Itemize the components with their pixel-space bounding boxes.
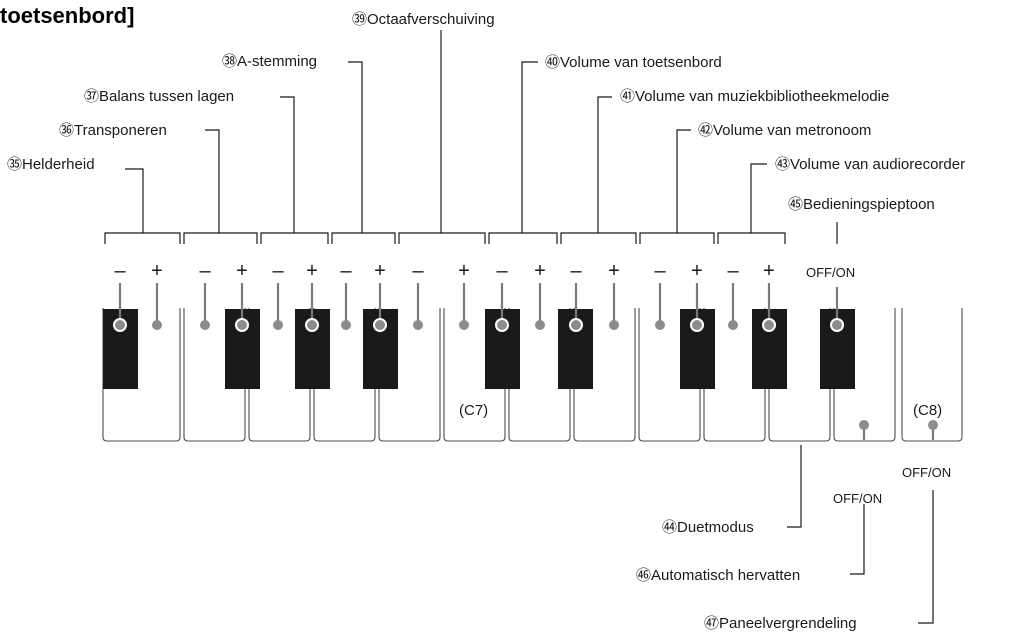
minus-sign: –	[340, 260, 352, 282]
minus-sign: –	[727, 260, 739, 282]
minus-sign: –	[199, 260, 211, 282]
key-dot	[690, 318, 704, 332]
white-key	[703, 308, 766, 442]
callout-volume-audiorecorder: ㊸Volume van audiorecorder	[775, 156, 965, 173]
key-label-c7: (C7)	[459, 402, 488, 419]
key-dot	[273, 320, 283, 330]
off-on-label: OFF/ON	[806, 265, 855, 280]
key-dot	[200, 320, 210, 330]
key-dot	[235, 318, 249, 332]
callout-bedieningspieptoon: ㊺Bedieningspieptoon	[788, 196, 935, 213]
key-dot	[762, 318, 776, 332]
key-dot	[113, 318, 127, 332]
plus-sign: +	[306, 260, 318, 282]
key-dot	[413, 320, 423, 330]
key-label-c8: (C8)	[913, 402, 942, 419]
callout-transponeren: ㊱Transponeren	[59, 122, 167, 139]
off-on-label: OFF/ON	[902, 465, 951, 480]
minus-sign: –	[654, 260, 666, 282]
key-dot	[152, 320, 162, 330]
key-dot	[459, 320, 469, 330]
callout-automatisch-hervatten: ㊻Automatisch hervatten	[636, 567, 800, 584]
key-dot	[495, 318, 509, 332]
minus-sign: –	[412, 260, 424, 282]
key-dot	[341, 320, 351, 330]
plus-sign: +	[236, 260, 248, 282]
plus-sign: +	[534, 260, 546, 282]
callout-a-stemming: ㊳A-stemming	[222, 53, 317, 70]
plus-sign: +	[151, 260, 163, 282]
key-dot	[859, 420, 869, 430]
key-dot	[535, 320, 545, 330]
plus-sign: +	[608, 260, 620, 282]
key-dot	[305, 318, 319, 332]
key-dot	[830, 318, 844, 332]
group-brackets	[104, 232, 786, 244]
plus-sign: +	[763, 260, 775, 282]
callout-duetmodus: ㊹Duetmodus	[662, 519, 754, 536]
white-key	[248, 308, 311, 442]
minus-sign: –	[114, 260, 126, 282]
page-title: toetsenbord]	[0, 3, 134, 28]
key-dot	[609, 320, 619, 330]
callout-volume-muziekbibliotheekmelodie: ㊶Volume van muziekbibliotheekmelodie	[620, 88, 889, 105]
key-dot	[655, 320, 665, 330]
callout-balans-tussen-lagen: ㊲Balans tussen lagen	[84, 88, 234, 105]
minus-sign: –	[496, 260, 508, 282]
callout-paneelvergrendeling: ㊼Paneelvergrendeling	[704, 615, 857, 632]
key-dots	[113, 318, 938, 430]
minus-sign: –	[272, 260, 284, 282]
key-dot	[569, 318, 583, 332]
white-key-c8	[901, 308, 963, 442]
callout-leaders	[125, 30, 934, 624]
callout-helderheid: ㉟Helderheid	[7, 156, 95, 173]
key-dot	[928, 420, 938, 430]
plus-sign: +	[458, 260, 470, 282]
callout-octaafverschuiving: ㊴Octaafverschuiving	[352, 11, 495, 28]
off-on-label: OFF/ON	[833, 491, 882, 506]
callout-volume-toetsenbord: ㊵Volume van toetsenbord	[545, 54, 722, 71]
sign-row: – + – + – + – + – + – + – + – + – +	[114, 260, 774, 282]
key-dot	[373, 318, 387, 332]
plus-sign: +	[691, 260, 703, 282]
callout-volume-metronoom: ㊷Volume van metronoom	[698, 122, 871, 139]
minus-sign: –	[570, 260, 582, 282]
key-dot	[728, 320, 738, 330]
white-key	[508, 308, 571, 442]
plus-sign: +	[374, 260, 386, 282]
